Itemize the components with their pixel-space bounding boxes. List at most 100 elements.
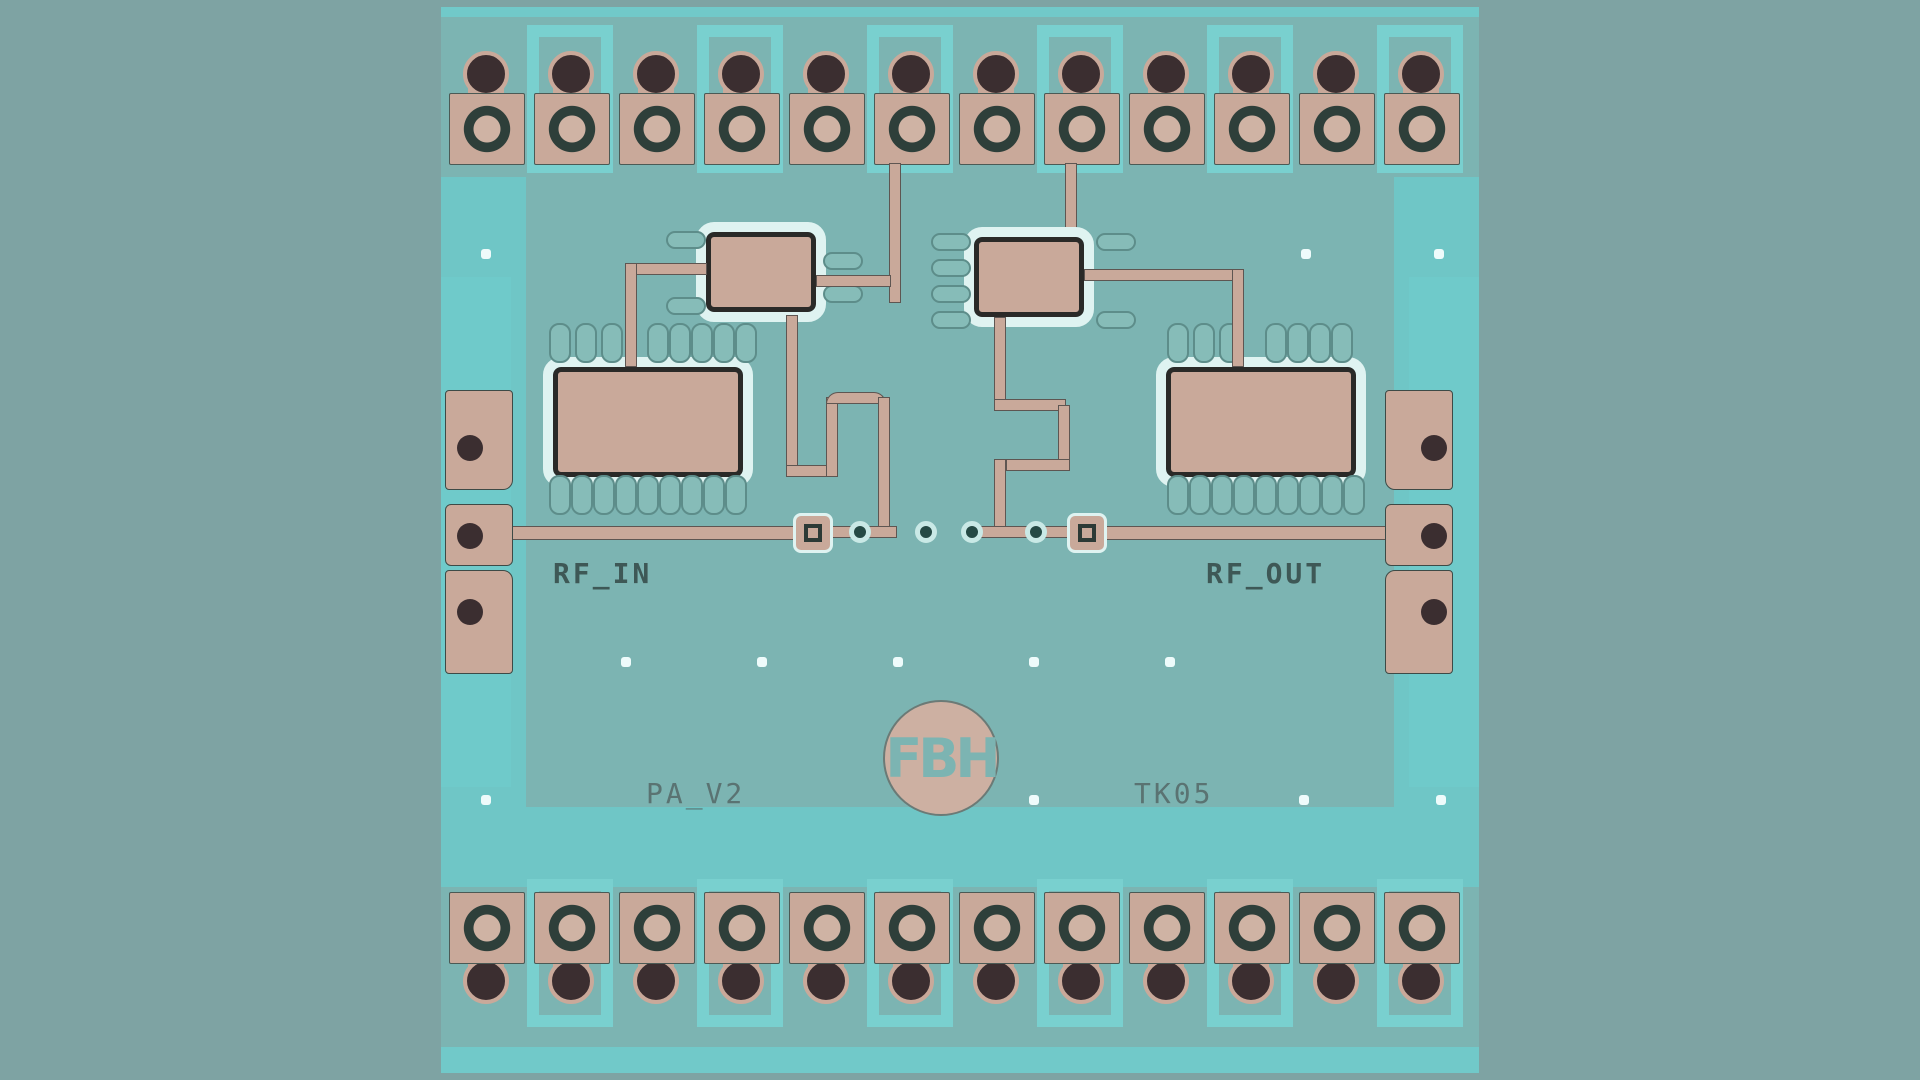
dc-pad-top <box>1299 29 1375 165</box>
design-code-label: TK05 <box>1134 777 1214 810</box>
cap-finger <box>1299 475 1321 515</box>
cap-finger <box>1167 323 1189 363</box>
output-matching-meander <box>994 459 1006 529</box>
output-matching-meander <box>1006 459 1070 471</box>
dc-pad-bottom <box>1129 892 1205 1026</box>
gnd-pad-left-lower <box>445 570 513 674</box>
rf-input-line <box>471 526 797 540</box>
resistor-tab <box>666 231 706 249</box>
cap-finger <box>1265 323 1287 363</box>
cap-finger <box>735 323 757 363</box>
output-bias-link <box>1232 269 1244 367</box>
resistor-tab <box>823 285 863 303</box>
output-decoupling-capacitor <box>1156 357 1366 487</box>
dc-pad-bottom <box>789 892 865 1026</box>
gate-bias-link <box>816 275 891 287</box>
resistor-tab <box>931 233 971 251</box>
output-bias-capacitor <box>964 227 1094 327</box>
cap-finger <box>1321 475 1343 515</box>
resistor-tab <box>666 297 706 315</box>
input-bias-capacitor <box>696 222 826 322</box>
cap-finger <box>1287 323 1309 363</box>
alignment-mark <box>621 657 631 667</box>
gnd-pad-right-lower <box>1385 570 1453 674</box>
cap-finger <box>593 475 615 515</box>
alignment-mark <box>757 657 767 667</box>
resistor-tab <box>823 252 863 270</box>
alignment-mark <box>1165 657 1175 667</box>
cap-finger <box>1277 475 1299 515</box>
dc-pad-bottom <box>704 892 780 1026</box>
dc-pad-bottom <box>1214 892 1290 1026</box>
input-bias-link <box>625 263 707 275</box>
alignment-mark <box>1436 795 1446 805</box>
cap-finger <box>1211 475 1233 515</box>
dc-pad-top <box>1384 29 1460 165</box>
resistor-tab <box>931 285 971 303</box>
dc-pad-top <box>959 29 1035 165</box>
dc-pad-top <box>534 29 610 165</box>
gnd-via <box>1421 599 1447 625</box>
cap-finger <box>1189 475 1211 515</box>
design-name-label: PA_V2 <box>646 777 746 810</box>
rf-out-label: RF_OUT <box>1206 557 1326 590</box>
via-round <box>961 521 983 543</box>
dc-pad-top <box>449 29 525 165</box>
output-bias-link <box>1084 269 1244 281</box>
cap-finger <box>1193 323 1215 363</box>
cap-finger <box>725 475 747 515</box>
resistor-tab <box>1096 233 1136 251</box>
cap-finger <box>615 475 637 515</box>
dc-pad-top <box>1214 29 1290 165</box>
dc-pad-top <box>704 29 780 165</box>
cap-finger <box>601 323 623 363</box>
fbh-logo: FBH <box>883 700 1001 816</box>
via-round <box>915 521 937 543</box>
input-matching-meander <box>878 397 890 527</box>
alignment-mark <box>481 249 491 259</box>
cap-finger <box>575 323 597 363</box>
drain-bias-line <box>1065 163 1077 233</box>
alignment-mark <box>481 795 491 805</box>
via-square <box>1067 513 1107 553</box>
input-matching-meander <box>786 315 798 475</box>
dc-pad-bottom <box>874 892 950 1026</box>
cap-finger <box>647 323 669 363</box>
input-matching-meander <box>826 392 886 404</box>
rf-output-line <box>969 526 1069 538</box>
via-round <box>1025 521 1047 543</box>
output-matching-meander <box>994 399 1066 411</box>
alignment-mark <box>1299 795 1309 805</box>
ground-frame <box>867 879 953 1027</box>
cap-finger <box>571 475 593 515</box>
dc-pad-bottom <box>959 892 1035 1026</box>
dc-pad-top <box>789 29 865 165</box>
dc-pad-bottom <box>619 892 695 1026</box>
cap-finger <box>1255 475 1277 515</box>
resistor-tab <box>1096 311 1136 329</box>
cap-finger <box>1167 475 1189 515</box>
dc-pad-bottom <box>1299 892 1375 1026</box>
cap-finger <box>681 475 703 515</box>
chip-die: RF_IN RF_OUT PA_V2 TK05 FBH <box>441 7 1479 1073</box>
cap-finger <box>1309 323 1331 363</box>
input-matching-meander <box>826 397 838 477</box>
input-decoupling-capacitor <box>543 357 753 487</box>
alignment-mark <box>893 657 903 667</box>
via-square <box>793 513 833 553</box>
alignment-mark <box>1029 657 1039 667</box>
gate-bias-line <box>889 163 901 303</box>
resistor-tab <box>931 259 971 277</box>
dc-pad-bottom <box>534 892 610 1026</box>
dc-pad-top <box>874 29 950 165</box>
gnd-via <box>457 435 483 461</box>
dc-pad-top <box>619 29 695 165</box>
dc-pad-bottom <box>1044 892 1120 1026</box>
cap-finger <box>549 475 571 515</box>
via-round <box>849 521 871 543</box>
cap-finger <box>549 323 571 363</box>
input-bias-link <box>625 263 637 367</box>
rf-in-via <box>457 523 483 549</box>
gnd-via <box>1421 435 1447 461</box>
dc-pad-top <box>1044 29 1120 165</box>
